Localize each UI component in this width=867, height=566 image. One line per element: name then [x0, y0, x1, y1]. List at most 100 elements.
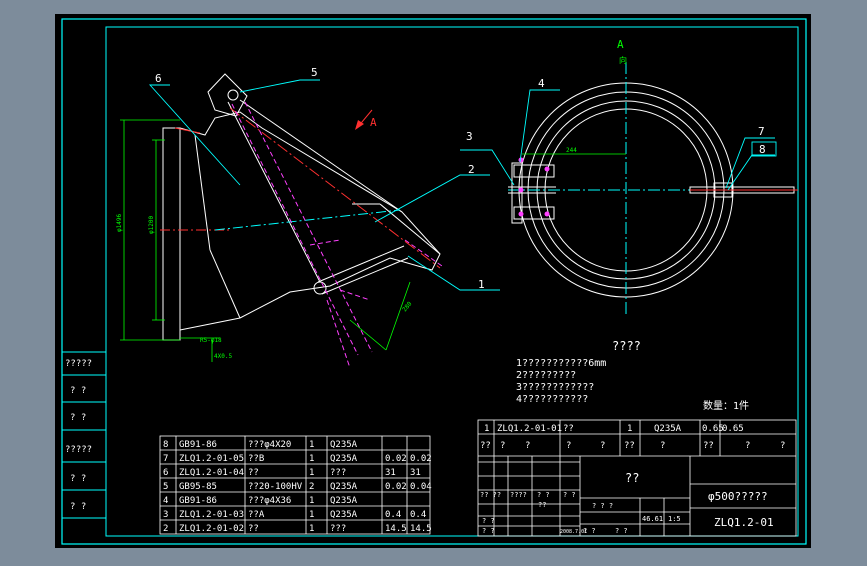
- frame-edge-1: [194, 134, 211, 251]
- tech-req-line-4: 4???????????: [516, 394, 588, 405]
- clamp-lug-top: [513, 164, 555, 178]
- header-7: ?: [660, 441, 665, 451]
- bom-cell-name: ??20-100HV: [248, 482, 303, 492]
- tech-req-line-2: 2?????????: [516, 370, 576, 381]
- clamp-lug-bottom: [513, 206, 555, 220]
- dim-hole-text: R5-φ18: [200, 337, 222, 344]
- hidden-line-2: [244, 101, 373, 353]
- bom-cell-code: GB95-85: [179, 482, 217, 492]
- bom-cell-mat: Q235A: [330, 440, 358, 450]
- view-arrow-head: [355, 120, 364, 130]
- tb-small-a3: ? ?: [537, 491, 550, 499]
- header-9: ?: [745, 441, 750, 451]
- lower-pin: [313, 281, 327, 295]
- bom-cell-mat: Q235A: [330, 454, 358, 464]
- bom-cell-no: 4: [163, 496, 168, 506]
- side-label-4: ?????: [65, 445, 92, 455]
- header-2: ?: [500, 441, 505, 451]
- dim-outer-text: φ1496: [116, 214, 123, 232]
- frame-edge-3: [227, 101, 321, 283]
- bom-cell-name: ??: [248, 468, 259, 478]
- bom-cell-qty: 1: [309, 524, 314, 534]
- header-10: ?: [780, 441, 785, 451]
- tech-req-title: ????: [612, 339, 641, 353]
- balloon-8-box: [751, 141, 777, 157]
- row1-w1: 0.65: [702, 424, 724, 434]
- bom-cell-qty: 2: [309, 482, 314, 492]
- side-label-6: ? ?: [70, 502, 86, 512]
- header-1: ??: [480, 441, 491, 451]
- tb-small-b2: ??: [538, 501, 546, 509]
- leader-7: [725, 137, 775, 189]
- balloon-7: 7: [758, 125, 765, 138]
- pivot-block: [207, 73, 248, 117]
- header-5: ?: [600, 441, 605, 451]
- bom-cell-w2: 31: [410, 468, 421, 478]
- tb-weight: 46.61: [642, 515, 663, 523]
- bom-cell-w2: 0.04: [410, 482, 432, 492]
- bom-cell-no: 6: [163, 468, 168, 478]
- frame-edge-2: [209, 249, 241, 319]
- row1-qty: 1: [627, 424, 632, 434]
- bom-cell-w1: 0.02: [385, 482, 407, 492]
- hidden-line-3: [326, 299, 351, 369]
- balloon-3: 3: [466, 130, 473, 143]
- row1-no: 1: [484, 424, 489, 434]
- bom-cell-no: 3: [163, 510, 168, 520]
- bom-cell-qty: 1: [309, 496, 314, 506]
- bom-cell-no: 5: [163, 482, 168, 492]
- bom-cell-no: 8: [163, 440, 168, 450]
- frame-edge-6: [379, 203, 441, 255]
- view-arrow-label: A: [370, 116, 377, 129]
- hidden-line-5: [339, 289, 371, 301]
- tb-small-a1: ?? ??: [480, 491, 501, 499]
- balloon-6: 6: [155, 72, 162, 85]
- tb-drawing-name: φ500?????: [708, 490, 768, 503]
- title-block: [477, 419, 797, 537]
- header-3: ?: [525, 441, 530, 451]
- tech-req-line-3: 3????????????: [516, 382, 594, 393]
- row1-mat: Q235A: [654, 424, 682, 434]
- balloon-2: 2: [468, 163, 475, 176]
- tb-scale: 1:5: [668, 515, 681, 523]
- sheet-background: [55, 14, 811, 548]
- bolt-head-2: [544, 166, 550, 172]
- view-a: 244 A 向: [508, 38, 798, 316]
- view-a-sub: 向: [619, 55, 627, 65]
- tb-small-c3: ? ?: [615, 527, 628, 535]
- bom-cell-qty: 1: [309, 510, 314, 520]
- dim-inner-text: φ1200: [148, 216, 155, 234]
- bom-cell-name: ??A: [248, 510, 265, 520]
- leader-4: [519, 89, 560, 163]
- bom-cell-w1: 0.4: [385, 510, 401, 520]
- centerline-red-top: [174, 127, 201, 134]
- bom-cell-name: ??B: [248, 454, 264, 464]
- bom-cell-w2: 0.02: [410, 454, 432, 464]
- side-signature-strip: [61, 351, 107, 519]
- tb-small-a4: ? ?: [563, 491, 576, 499]
- tb-small-b3: ? ?: [482, 527, 495, 535]
- tb-small-c2: ? ?: [583, 527, 596, 535]
- tb-small-a2: ????: [510, 491, 527, 499]
- bom-cell-qty: 1: [309, 468, 314, 478]
- inner-frame: [105, 26, 799, 537]
- side-label-5: ? ?: [70, 474, 86, 484]
- bom-cell-code: ZLQ1.2-01-04: [179, 468, 244, 478]
- view-a-label: A: [617, 38, 624, 51]
- bolt-head-4: [518, 211, 524, 217]
- leader-6: [148, 84, 241, 186]
- leader-5: [239, 79, 320, 93]
- outer-frame: [61, 18, 807, 545]
- bom-cell-mat: Q235A: [330, 496, 358, 506]
- bom-cell-code: GB91-86: [179, 440, 217, 450]
- pivot-pin: [227, 89, 239, 101]
- dim-center-text: 244: [566, 147, 577, 154]
- bolt-head-1: [518, 157, 524, 163]
- bom-cell-mat: ???: [330, 468, 346, 478]
- bom-cell-mat: Q235A: [330, 510, 358, 520]
- side-label-3: ? ?: [70, 413, 86, 423]
- row1-w2: 0.65: [722, 424, 744, 434]
- tb-small-b1: ? ?: [482, 517, 495, 525]
